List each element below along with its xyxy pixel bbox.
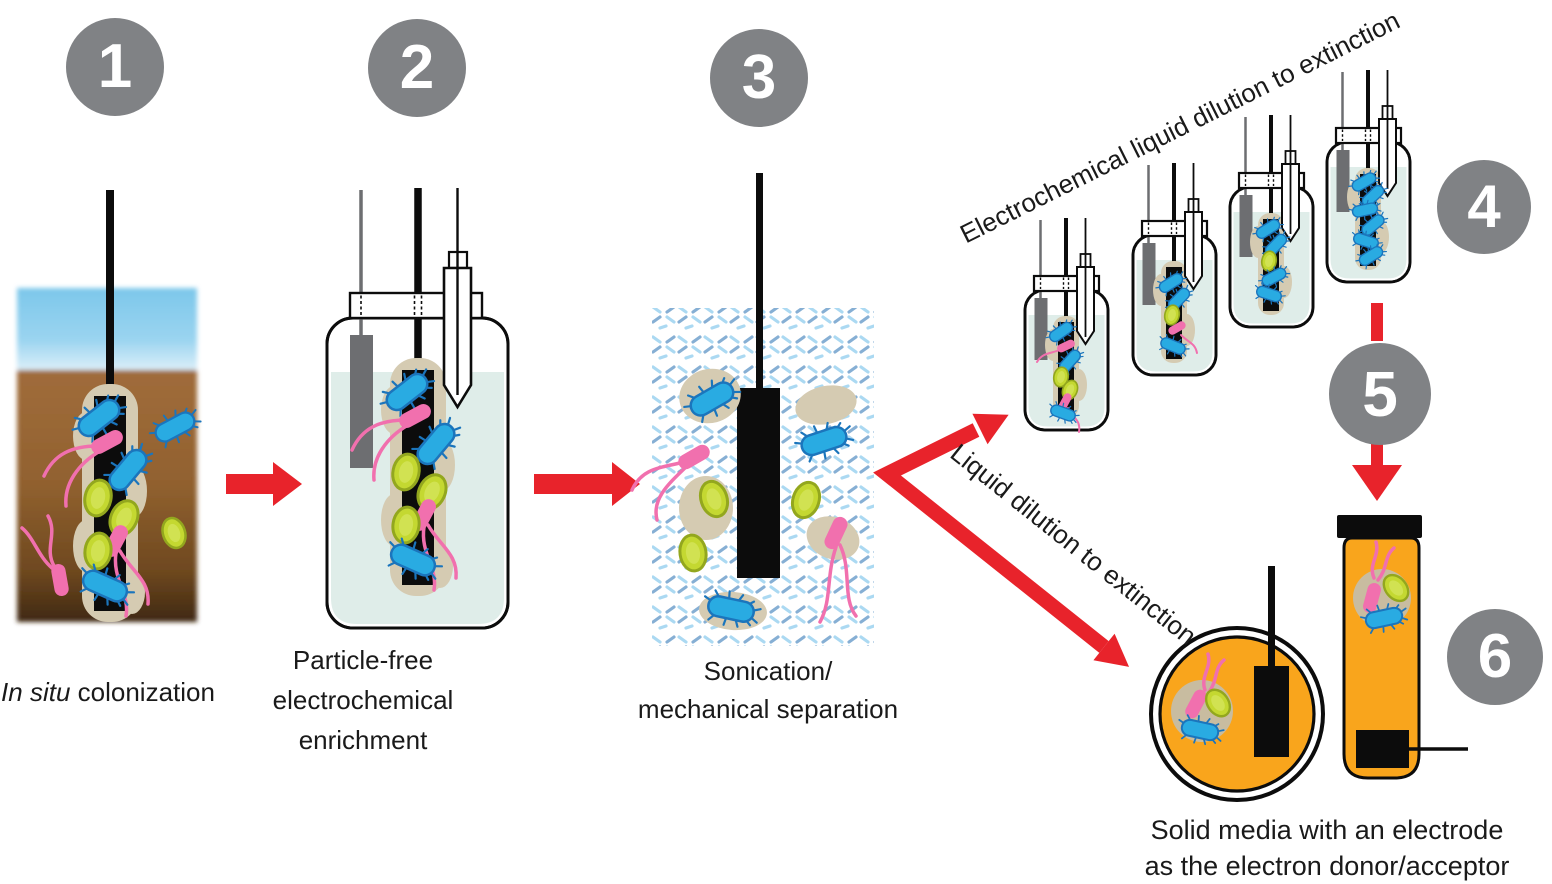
step2-caption-line3: enrichment <box>298 725 428 755</box>
flow-arrow-2-3-icon <box>534 462 640 506</box>
working-electrode <box>737 388 780 578</box>
dilution-jar-3 <box>1228 113 1315 329</box>
step3-caption: Sonication/ mechanical separation <box>616 652 920 728</box>
step6-caption-line1: Solid media with an electrode <box>1150 815 1504 845</box>
tube-cap <box>1337 515 1422 538</box>
step6-caption-line2: as the electron donor/acceptor <box>1144 851 1510 881</box>
step-marker-1: 1 <box>66 18 164 116</box>
electrode <box>1254 666 1289 757</box>
dilution-jar-4 <box>1325 68 1412 284</box>
electrode-rod <box>1268 566 1275 668</box>
step-marker-2: 2 <box>368 19 466 117</box>
step-marker-4: 4 <box>1437 160 1531 254</box>
electrode-tube-illustration <box>1337 515 1468 780</box>
petri-dish-illustration <box>1149 566 1325 802</box>
colony <box>1171 652 1236 750</box>
step-marker-5: 5 <box>1329 343 1431 445</box>
step1-caption-italic: In situ <box>1 677 71 707</box>
counter-electrode <box>350 335 373 468</box>
dilution-jar-1 <box>1023 216 1110 433</box>
reference-electrode <box>442 188 473 410</box>
step-marker-6: 6 <box>1447 609 1543 705</box>
step6-caption: Solid media with an electrode as the ele… <box>1107 812 1547 884</box>
working-electrode-rod <box>106 190 114 402</box>
detached-biofilm-fragments <box>630 368 860 633</box>
dilution-jar-2 <box>1131 161 1218 377</box>
electrode <box>1356 730 1409 768</box>
step1-caption-rest: colonization <box>70 677 215 707</box>
step2-caption: Particle-free electrochemical enrichment <box>243 640 483 760</box>
step1-caption: In situ colonization <box>0 672 216 712</box>
step-marker-3: 3 <box>710 29 808 127</box>
enrichment-jar-illustration <box>325 188 510 630</box>
step3-caption-line1: Sonication/ <box>703 656 833 686</box>
step2-caption-line1: Particle-free <box>292 645 434 675</box>
in-situ-column-illustration <box>17 190 207 622</box>
flow-arrow-1-2-icon <box>226 462 302 506</box>
colony <box>1353 540 1415 637</box>
branch-arrow-icon <box>873 399 1140 681</box>
free-microbes <box>20 400 207 598</box>
step3-caption-line2: mechanical separation <box>637 694 899 724</box>
sonication-illustration <box>630 173 874 646</box>
working-electrode-rod <box>756 173 763 395</box>
flow-arrow-5-icon <box>1352 303 1402 501</box>
step2-caption-line2: electrochemical <box>272 685 454 715</box>
